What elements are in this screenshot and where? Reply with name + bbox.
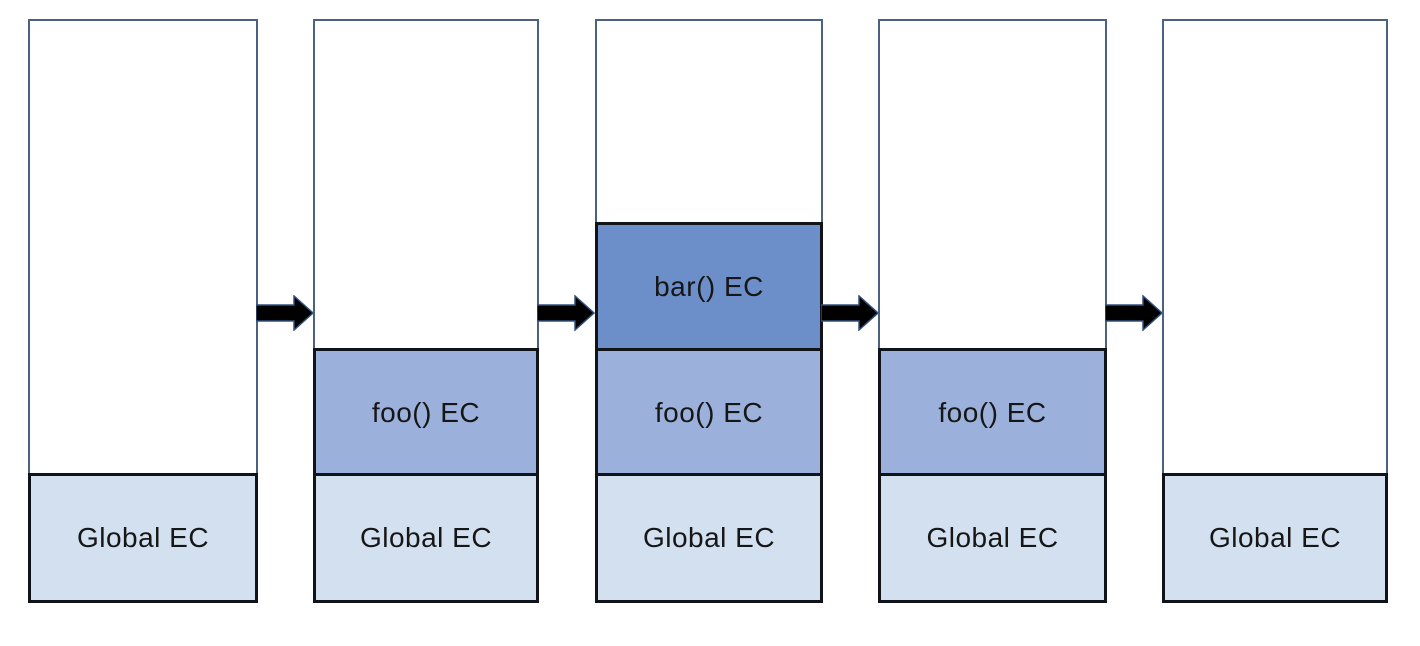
global-ec-box: Global EC	[313, 473, 539, 603]
global-ec-label: Global EC	[926, 522, 1059, 553]
arrow-shape	[256, 295, 314, 331]
global-ec-label: Global EC	[642, 522, 776, 553]
foo-ec-box: foo() EC	[595, 348, 823, 477]
global-ec-box: Global EC	[595, 473, 823, 603]
call-stack-step-5: Global EC	[1162, 19, 1388, 603]
global-ec-box: Global EC	[1162, 473, 1388, 603]
global-ec-box: Global EC	[878, 473, 1107, 603]
right-arrow-icon	[1105, 295, 1163, 331]
bar-ec-label: bar() EC	[654, 271, 764, 302]
bar-ec-box: bar() EC	[595, 222, 823, 352]
arrow-shape	[1105, 295, 1163, 331]
global-ec-label: Global EC	[359, 522, 493, 553]
arrow-shape	[537, 295, 595, 331]
right-arrow-icon	[537, 295, 595, 331]
foo-ec-label: foo() EC	[371, 396, 481, 428]
call-stack-step-1: Global EC	[28, 19, 258, 603]
right-arrow-icon	[256, 295, 314, 331]
global-ec-box: Global EC	[28, 473, 258, 603]
global-ec-label: Global EC	[76, 522, 210, 553]
foo-ec-label: foo() EC	[654, 396, 764, 428]
call-stack-step-2: foo() EC Global EC	[313, 19, 539, 603]
foo-ec-box: foo() EC	[878, 348, 1107, 477]
call-stack-step-4: foo() EC Global EC	[878, 19, 1107, 603]
global-ec-label: Global EC	[1208, 522, 1342, 553]
foo-ec-label: foo() EC	[938, 396, 1047, 428]
arrow-shape	[821, 295, 879, 331]
right-arrow-icon	[821, 295, 879, 331]
call-stack-step-3: bar() EC foo() EC Global EC	[595, 19, 823, 603]
foo-ec-box: foo() EC	[313, 348, 539, 477]
